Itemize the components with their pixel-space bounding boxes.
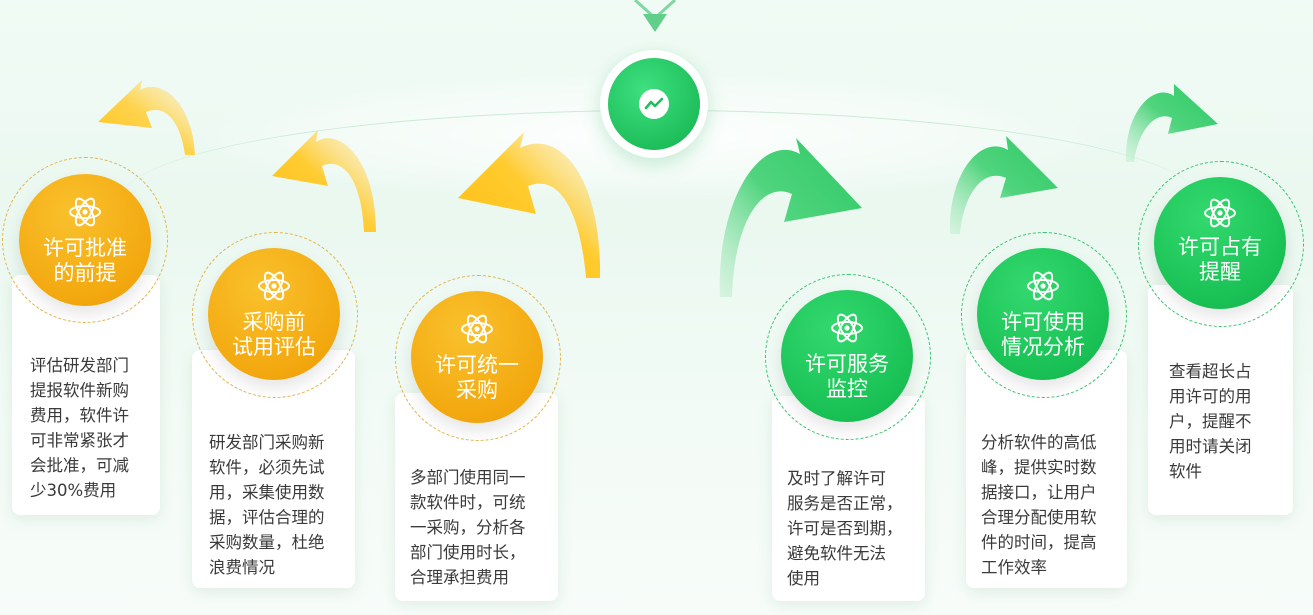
step-description: 分析软件的高低 峰，提供实时数 据接口，让用户 合理分配使用软 件的时间，提高 …	[981, 433, 1097, 577]
center-badge	[600, 50, 708, 158]
curved-arrow-icon	[949, 136, 1058, 234]
step-node-5: 许可使用 情况分析	[977, 248, 1109, 380]
step-card-2: 研发部门采购新 软件，必须先试 用，采集使用数 据，评估合理的 采购数量，杜绝 …	[192, 350, 355, 588]
curved-arrow-icon	[272, 130, 376, 232]
step-ring	[765, 274, 931, 440]
curved-arrow-icon	[719, 138, 862, 297]
step-node-6: 许可占有 提醒	[1154, 177, 1286, 309]
atom-icon	[258, 271, 290, 301]
step-title: 许可服务 监控	[805, 352, 889, 401]
step-ring	[2, 157, 168, 323]
step-card-5: 分析软件的高低 峰，提供实时数 据接口，让用户 合理分配使用软 件的时间，提高 …	[966, 350, 1127, 588]
step-node-4: 许可服务 监控	[781, 290, 913, 422]
atom-icon	[69, 197, 101, 227]
step-description: 多部门使用同一 款软件时，可统 一采购，分析各 部门使用时长， 合理承担费用	[410, 468, 526, 587]
step-ring	[961, 232, 1127, 398]
trend-line-icon	[644, 97, 664, 110]
step-node-2: 采购前 试用评估	[208, 248, 340, 380]
step-title: 采购前 试用评估	[232, 310, 316, 359]
step-description: 及时了解许可 服务是否正常， 许可是否到期， 避免软件无法 使用	[787, 469, 903, 588]
curved-arrow-icon	[98, 80, 195, 155]
step-title: 许可使用 情况分析	[1001, 310, 1085, 359]
step-node-3: 许可统一 采购	[411, 291, 543, 423]
curved-arrow-icon	[1125, 84, 1218, 162]
step-title: 许可占有 提醒	[1178, 235, 1262, 284]
step-ring	[1138, 161, 1304, 327]
step-title: 许可统一 采购	[435, 353, 519, 402]
step-description: 查看超长占 用许可的用 户，提醒不 用时请关闭 软件	[1169, 362, 1252, 481]
step-description: 研发部门采购新 软件，必须先试 用，采集使用数 据，评估合理的 采购数量，杜绝 …	[209, 433, 325, 577]
step-ring	[395, 275, 561, 441]
step-ring	[192, 232, 358, 398]
step-node-1: 许可批准 的前提	[19, 174, 151, 306]
step-title: 许可批准 的前提	[43, 236, 127, 285]
curved-arrow-icon	[458, 132, 601, 278]
atom-icon	[1204, 198, 1236, 228]
step-description: 评估研发部门 提报软件新购 费用，软件许 可非常紧张才 会批准，可减 少30%费…	[30, 356, 129, 500]
atom-icon	[1027, 271, 1059, 301]
top-down-arrow-icon	[633, 0, 677, 32]
atom-icon	[831, 313, 863, 343]
atom-icon	[461, 314, 493, 344]
